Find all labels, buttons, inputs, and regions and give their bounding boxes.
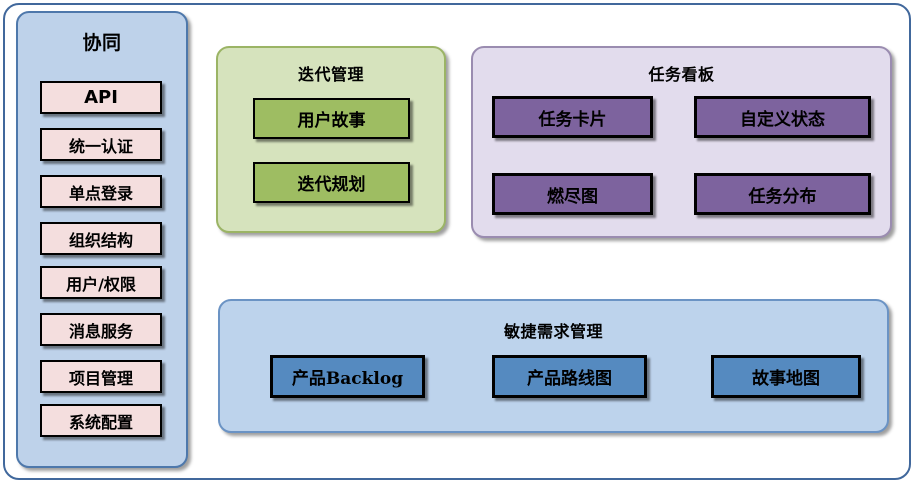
card-story-map[interactable]: 故事地图	[711, 355, 861, 398]
card-iteration-planning[interactable]: 迭代规划	[253, 162, 410, 203]
sidebar-item-org-structure[interactable]: 组织结构	[40, 222, 162, 255]
sidebar-item-project-mgmt[interactable]: 项目管理	[40, 360, 162, 393]
card-product-backlog-label: 产品Backlog	[291, 369, 404, 389]
card-user-story[interactable]: 用户故事	[253, 98, 410, 139]
card-product-roadmap[interactable]: 产品路线图	[492, 355, 647, 398]
panel-agile-requirements: 敏捷需求管理 产品Backlog 产品路线图 故事地图	[218, 299, 889, 433]
sidebar-item-sso[interactable]: 单点登录	[40, 175, 162, 208]
panel-title-agile: 敏捷需求管理	[503, 322, 603, 341]
card-product-backlog[interactable]: 产品Backlog	[270, 355, 425, 398]
sidebar-item-message-svc[interactable]: 消息服务	[40, 313, 162, 346]
sidebar-item-api[interactable]: API	[40, 81, 162, 114]
panel-task-board: 任务看板 任务卡片 自定义状态 燃尽图 任务分布	[471, 46, 892, 238]
card-task-card[interactable]: 任务卡片	[492, 96, 653, 138]
card-task-distribution[interactable]: 任务分布	[694, 173, 871, 215]
sidebar-title: 协同	[82, 32, 122, 54]
panel-title-iteration: 迭代管理	[297, 65, 364, 84]
sidebar-item-sys-config[interactable]: 系统配置	[40, 404, 162, 437]
panel-title-task-board: 任务看板	[648, 65, 715, 84]
sidebar-panel-collaboration: 协同 API 统一认证 单点登录 组织结构 用户/权限 消息服务 项目管理 系统…	[16, 11, 188, 468]
card-burndown-chart[interactable]: 燃尽图	[492, 173, 653, 215]
sidebar-item-unified-auth[interactable]: 统一认证	[40, 128, 162, 161]
panel-iteration-management: 迭代管理 用户故事 迭代规划	[216, 46, 446, 233]
card-custom-status[interactable]: 自定义状态	[694, 96, 871, 138]
sidebar-item-user-roles[interactable]: 用户/权限	[40, 266, 162, 299]
